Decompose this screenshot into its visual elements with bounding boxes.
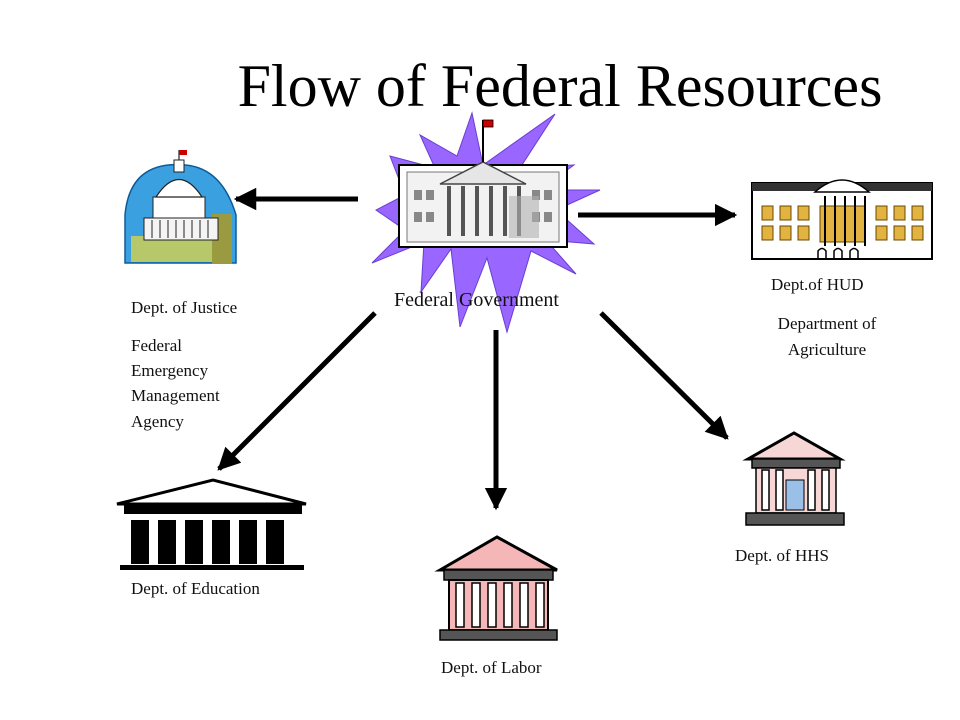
- columned-building-icon: [434, 535, 558, 641]
- flag-icon: [179, 150, 187, 155]
- fema-label-line-2: Emergency: [131, 361, 209, 380]
- fema-label-line-1: Federal: [131, 336, 182, 355]
- dept-hhs-label: Dept. of HHS: [735, 546, 829, 565]
- flow-arrows: [217, 187, 738, 511]
- dept-labor-label: Dept. of Labor: [441, 658, 542, 677]
- arrow-to-hhs: [599, 311, 729, 440]
- white-house-icon: [371, 111, 601, 334]
- page-title: Flow of Federal Resources: [237, 53, 883, 119]
- fema-label-line-4: Agency: [131, 412, 184, 431]
- courthouse-icon: [742, 431, 846, 526]
- federal-government-label: Federal Government: [394, 289, 559, 311]
- dept-education-label: Dept. of Education: [131, 579, 260, 598]
- flag-icon: [482, 119, 494, 128]
- fema-label-line-3: Management: [131, 386, 220, 405]
- dept-justice-label: Dept. of Justice: [131, 298, 238, 317]
- capitol-building-icon: [124, 150, 237, 264]
- greek-temple-icon: [116, 478, 307, 570]
- arrow-to-education: [217, 311, 377, 471]
- dept-hud-label: Dept.of HUD: [771, 275, 864, 294]
- agriculture-label-line-1: Department of: [777, 314, 877, 333]
- white-house-south-icon: [751, 179, 933, 260]
- agriculture-label-line-2: Agriculture: [787, 340, 867, 359]
